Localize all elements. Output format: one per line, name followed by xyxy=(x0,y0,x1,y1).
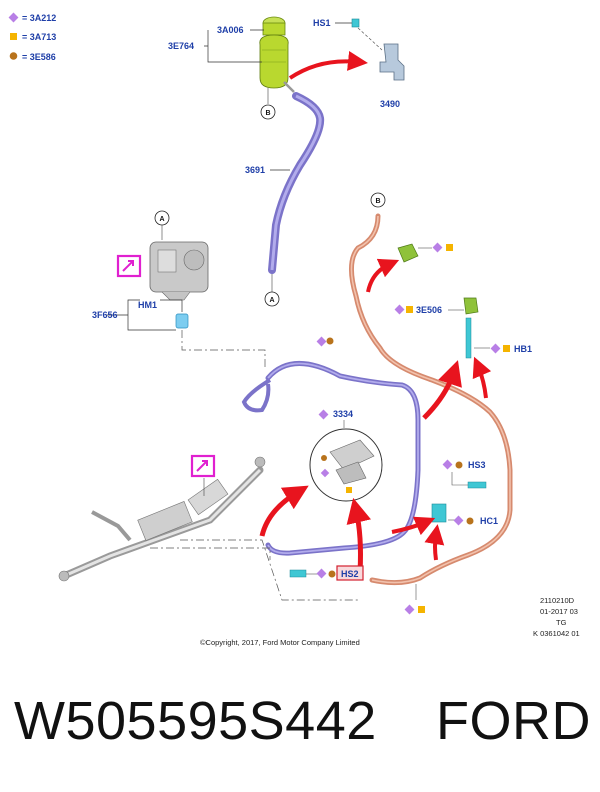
legend-label-2: = 3A713 xyxy=(22,32,56,42)
steering-pump xyxy=(149,241,209,301)
callout-3334: 3334 xyxy=(333,409,353,419)
callout-hc1: HC1 xyxy=(480,516,498,526)
reservoir-body xyxy=(259,34,289,89)
callout-3490: 3490 xyxy=(380,99,400,109)
callout-hs1: HS1 xyxy=(313,18,331,28)
red-arrow-8 xyxy=(424,524,445,561)
copyright-text: ©Copyright, 2017, Ford Motor Company Lim… xyxy=(200,638,360,647)
callout-hb1: HB1 xyxy=(514,344,532,354)
legend-label-1: = 3A212 xyxy=(22,13,56,23)
return-line xyxy=(349,213,513,586)
bolt-hs3-icon xyxy=(467,481,487,489)
hs2-highlight xyxy=(336,565,364,581)
ref-line-3: TG xyxy=(556,618,567,627)
callout-3691: 3691 xyxy=(245,165,265,175)
bracket-3490 xyxy=(379,43,405,81)
red-arrow-7 xyxy=(391,516,436,536)
callout-b-top: B xyxy=(266,110,271,117)
callout-3e506: 3E506 xyxy=(416,305,442,315)
red-arrow-1 xyxy=(288,51,368,80)
ref-line-1: 2110210D xyxy=(540,596,575,605)
legend-circle-icon xyxy=(9,52,18,60)
callout-3e764: 3E764 xyxy=(168,41,194,51)
callout-3f656: 3F656 xyxy=(92,310,118,320)
hose-3691 xyxy=(268,92,325,274)
callout-hs2: HS2 xyxy=(341,569,359,579)
callout-b-right: B xyxy=(376,198,381,205)
callout-a-mid: A xyxy=(270,297,275,304)
fitting-3f656 xyxy=(175,313,189,329)
fitting-hb1 xyxy=(465,317,472,359)
green-fitting-3e506 xyxy=(463,297,479,315)
callout-hm1: HM1 xyxy=(138,300,157,310)
red-arrow-3 xyxy=(422,360,462,420)
red-arrow-2 xyxy=(366,258,400,293)
clip-hc1 xyxy=(431,503,447,523)
part-number: W505595S442 xyxy=(14,691,377,751)
red-arrow-4 xyxy=(472,356,492,399)
callout-a-upper: A xyxy=(160,216,165,223)
bolt-hs1-icon xyxy=(351,18,360,28)
legend-label-3: = 3E586 xyxy=(22,52,56,62)
legend-square-icon xyxy=(10,33,17,40)
red-arrow-5 xyxy=(259,485,309,537)
ref-line-4: K 0361042 01 xyxy=(533,629,580,638)
legend-diamond-icon xyxy=(8,12,19,23)
power-steering-diagram: = 3A212 = 3A713 = 3E586 B 3A006 3E764 HS… xyxy=(8,12,580,647)
legend: = 3A212 = 3A713 = 3E586 xyxy=(8,12,56,62)
brand-name: FORD xyxy=(436,691,591,751)
reservoir-assembly: B xyxy=(259,16,295,120)
green-fitting-upper xyxy=(397,243,419,263)
ref-line-2: 01-2017 03 xyxy=(540,607,578,616)
title-bar: W505595S442 FORD xyxy=(0,690,600,780)
callout-3a006: 3A006 xyxy=(217,25,244,35)
bolt-hs2-icon xyxy=(289,569,307,578)
steering-rack xyxy=(58,456,266,582)
callout-hs3: HS3 xyxy=(468,460,486,470)
red-arrow-6 xyxy=(346,497,371,573)
